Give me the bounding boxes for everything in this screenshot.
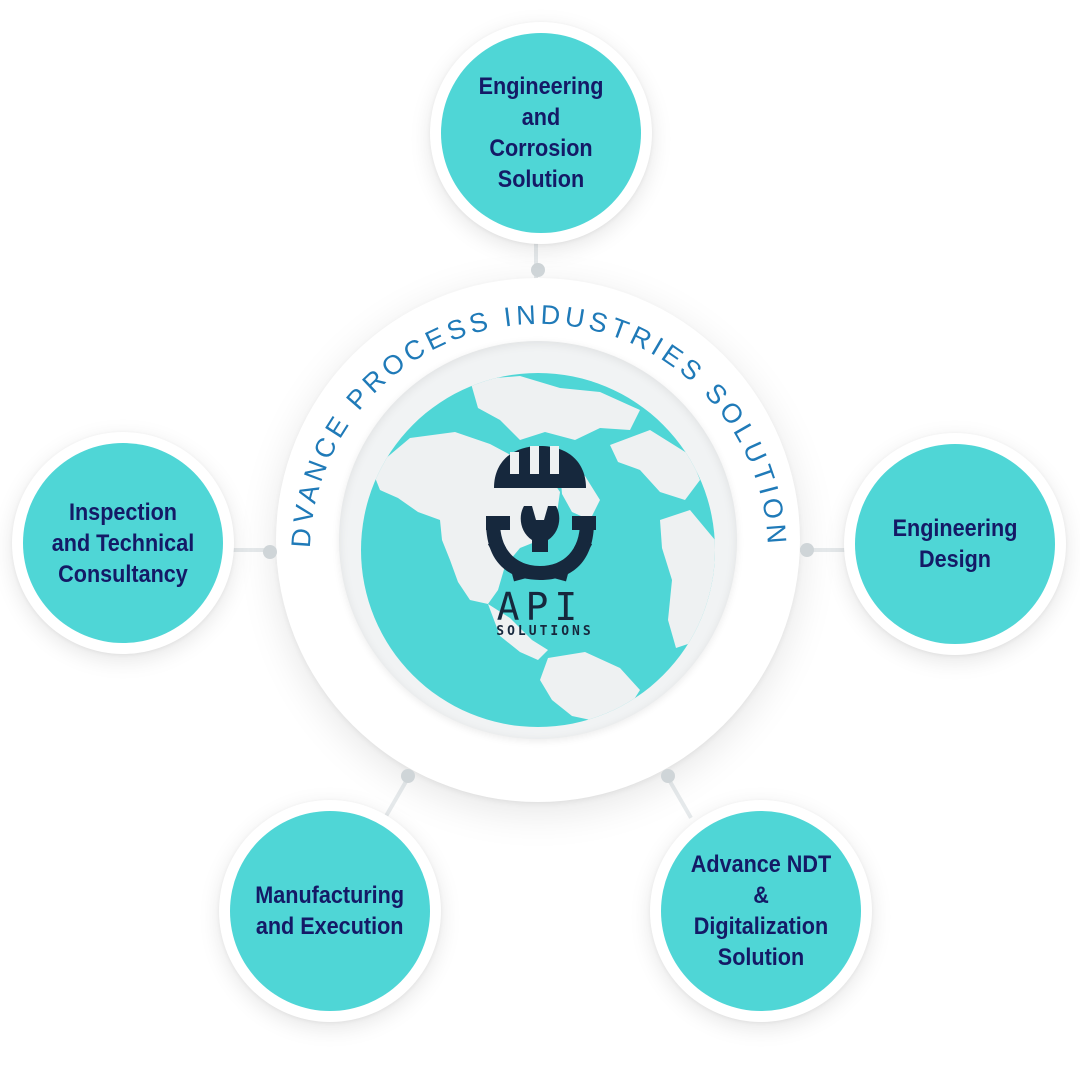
hard-hat-icon	[494, 446, 586, 488]
node-fill: Engineering Design	[855, 444, 1055, 644]
node-engineering-design[interactable]: Engineering Design	[844, 433, 1066, 655]
connector-right	[800, 548, 848, 552]
node-manufacturing[interactable]: Manufacturing and Execution	[219, 800, 441, 1022]
connector-left	[232, 548, 278, 552]
node-fill: Engineering and Corrosion Solution	[441, 33, 641, 233]
connector-dot-bottom-left	[401, 769, 415, 783]
connector-dot-top	[531, 263, 545, 277]
node-label: Manufacturing and Execution	[255, 882, 405, 940]
node-label: Inspection and Technical Consultancy	[51, 498, 195, 588]
node-engineering-corrosion[interactable]: Engineering and Corrosion Solution	[430, 22, 652, 244]
logo-wordmark: API	[496, 585, 584, 629]
node-fill: Advance NDT & Digitalization Solution	[661, 811, 861, 1011]
connector-dot-left	[263, 545, 277, 559]
node-inspection[interactable]: Inspection and Technical Consultancy	[12, 432, 234, 654]
node-advance-ndt[interactable]: Advance NDT & Digitalization Solution	[650, 800, 872, 1022]
node-fill: Manufacturing and Execution	[230, 811, 430, 1011]
connector-dot-right	[800, 543, 814, 557]
logo-subword: SOLUTIONS	[496, 624, 594, 639]
node-fill: Inspection and Technical Consultancy	[23, 443, 223, 643]
node-label: Engineering Design	[892, 515, 1018, 573]
node-label: Engineering and Corrosion Solution	[478, 73, 604, 193]
connector-dot-bottom-right	[661, 769, 675, 783]
node-label: Advance NDT & Digitalization Solution	[690, 851, 832, 971]
gear-wrench-icon	[486, 506, 596, 582]
